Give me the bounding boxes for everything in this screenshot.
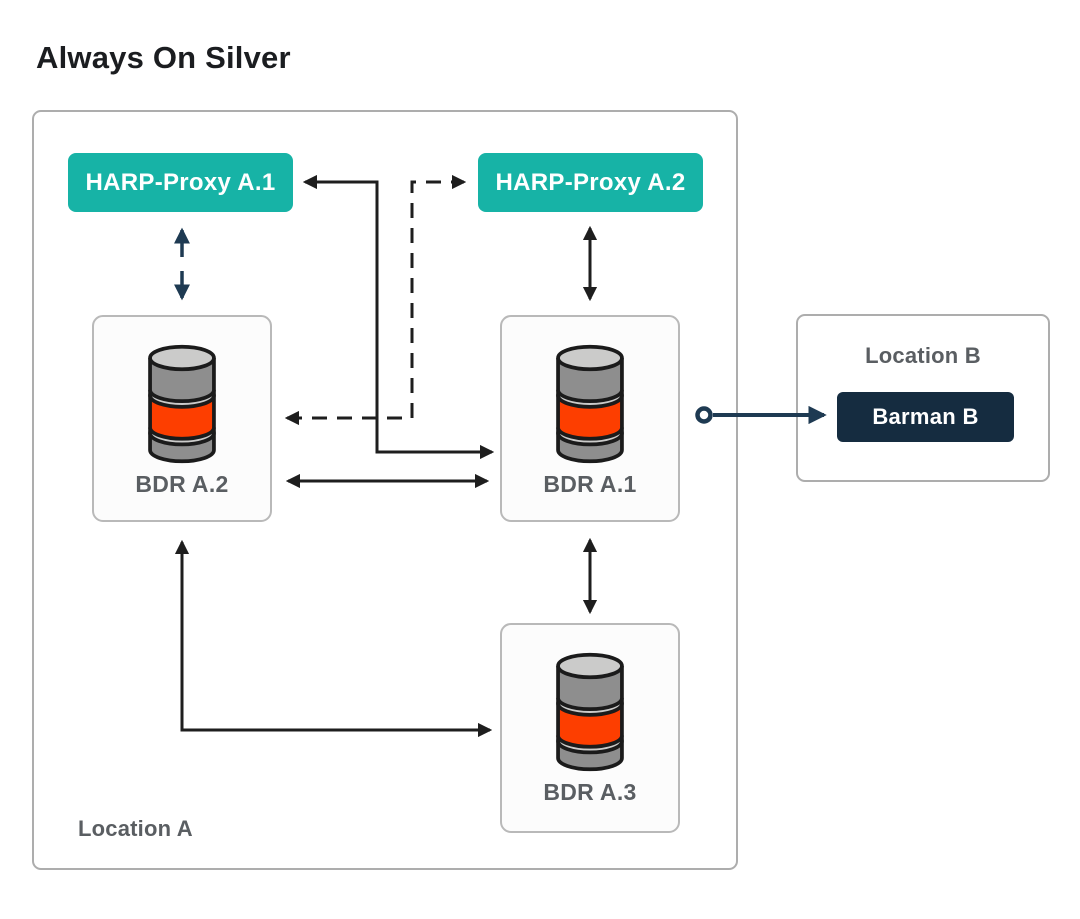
location-a-label: Location A [78, 816, 193, 841]
database-icon [148, 344, 216, 464]
harp-proxy-a2-node: HARP-Proxy A.2 [478, 153, 703, 212]
database-icon [556, 652, 624, 772]
barman-b-node: Barman B [837, 392, 1014, 442]
bdr-a1-node: BDR A.1 [500, 315, 680, 522]
bdr-node-label: BDR A.2 [135, 471, 229, 497]
harp-proxy-a1-node: HARP-Proxy A.1 [68, 153, 293, 212]
bdr-a2-node: BDR A.2 [92, 315, 272, 522]
location-b-label: Location B [865, 343, 981, 368]
bdr-node-label: BDR A.3 [543, 779, 637, 805]
bdr-a3-node: BDR A.3 [500, 623, 680, 833]
diagram-title: Always On Silver [36, 40, 291, 75]
location-b-container: Location B Barman B [796, 314, 1050, 482]
database-icon [556, 344, 624, 464]
bdr-node-label: BDR A.1 [543, 471, 637, 497]
